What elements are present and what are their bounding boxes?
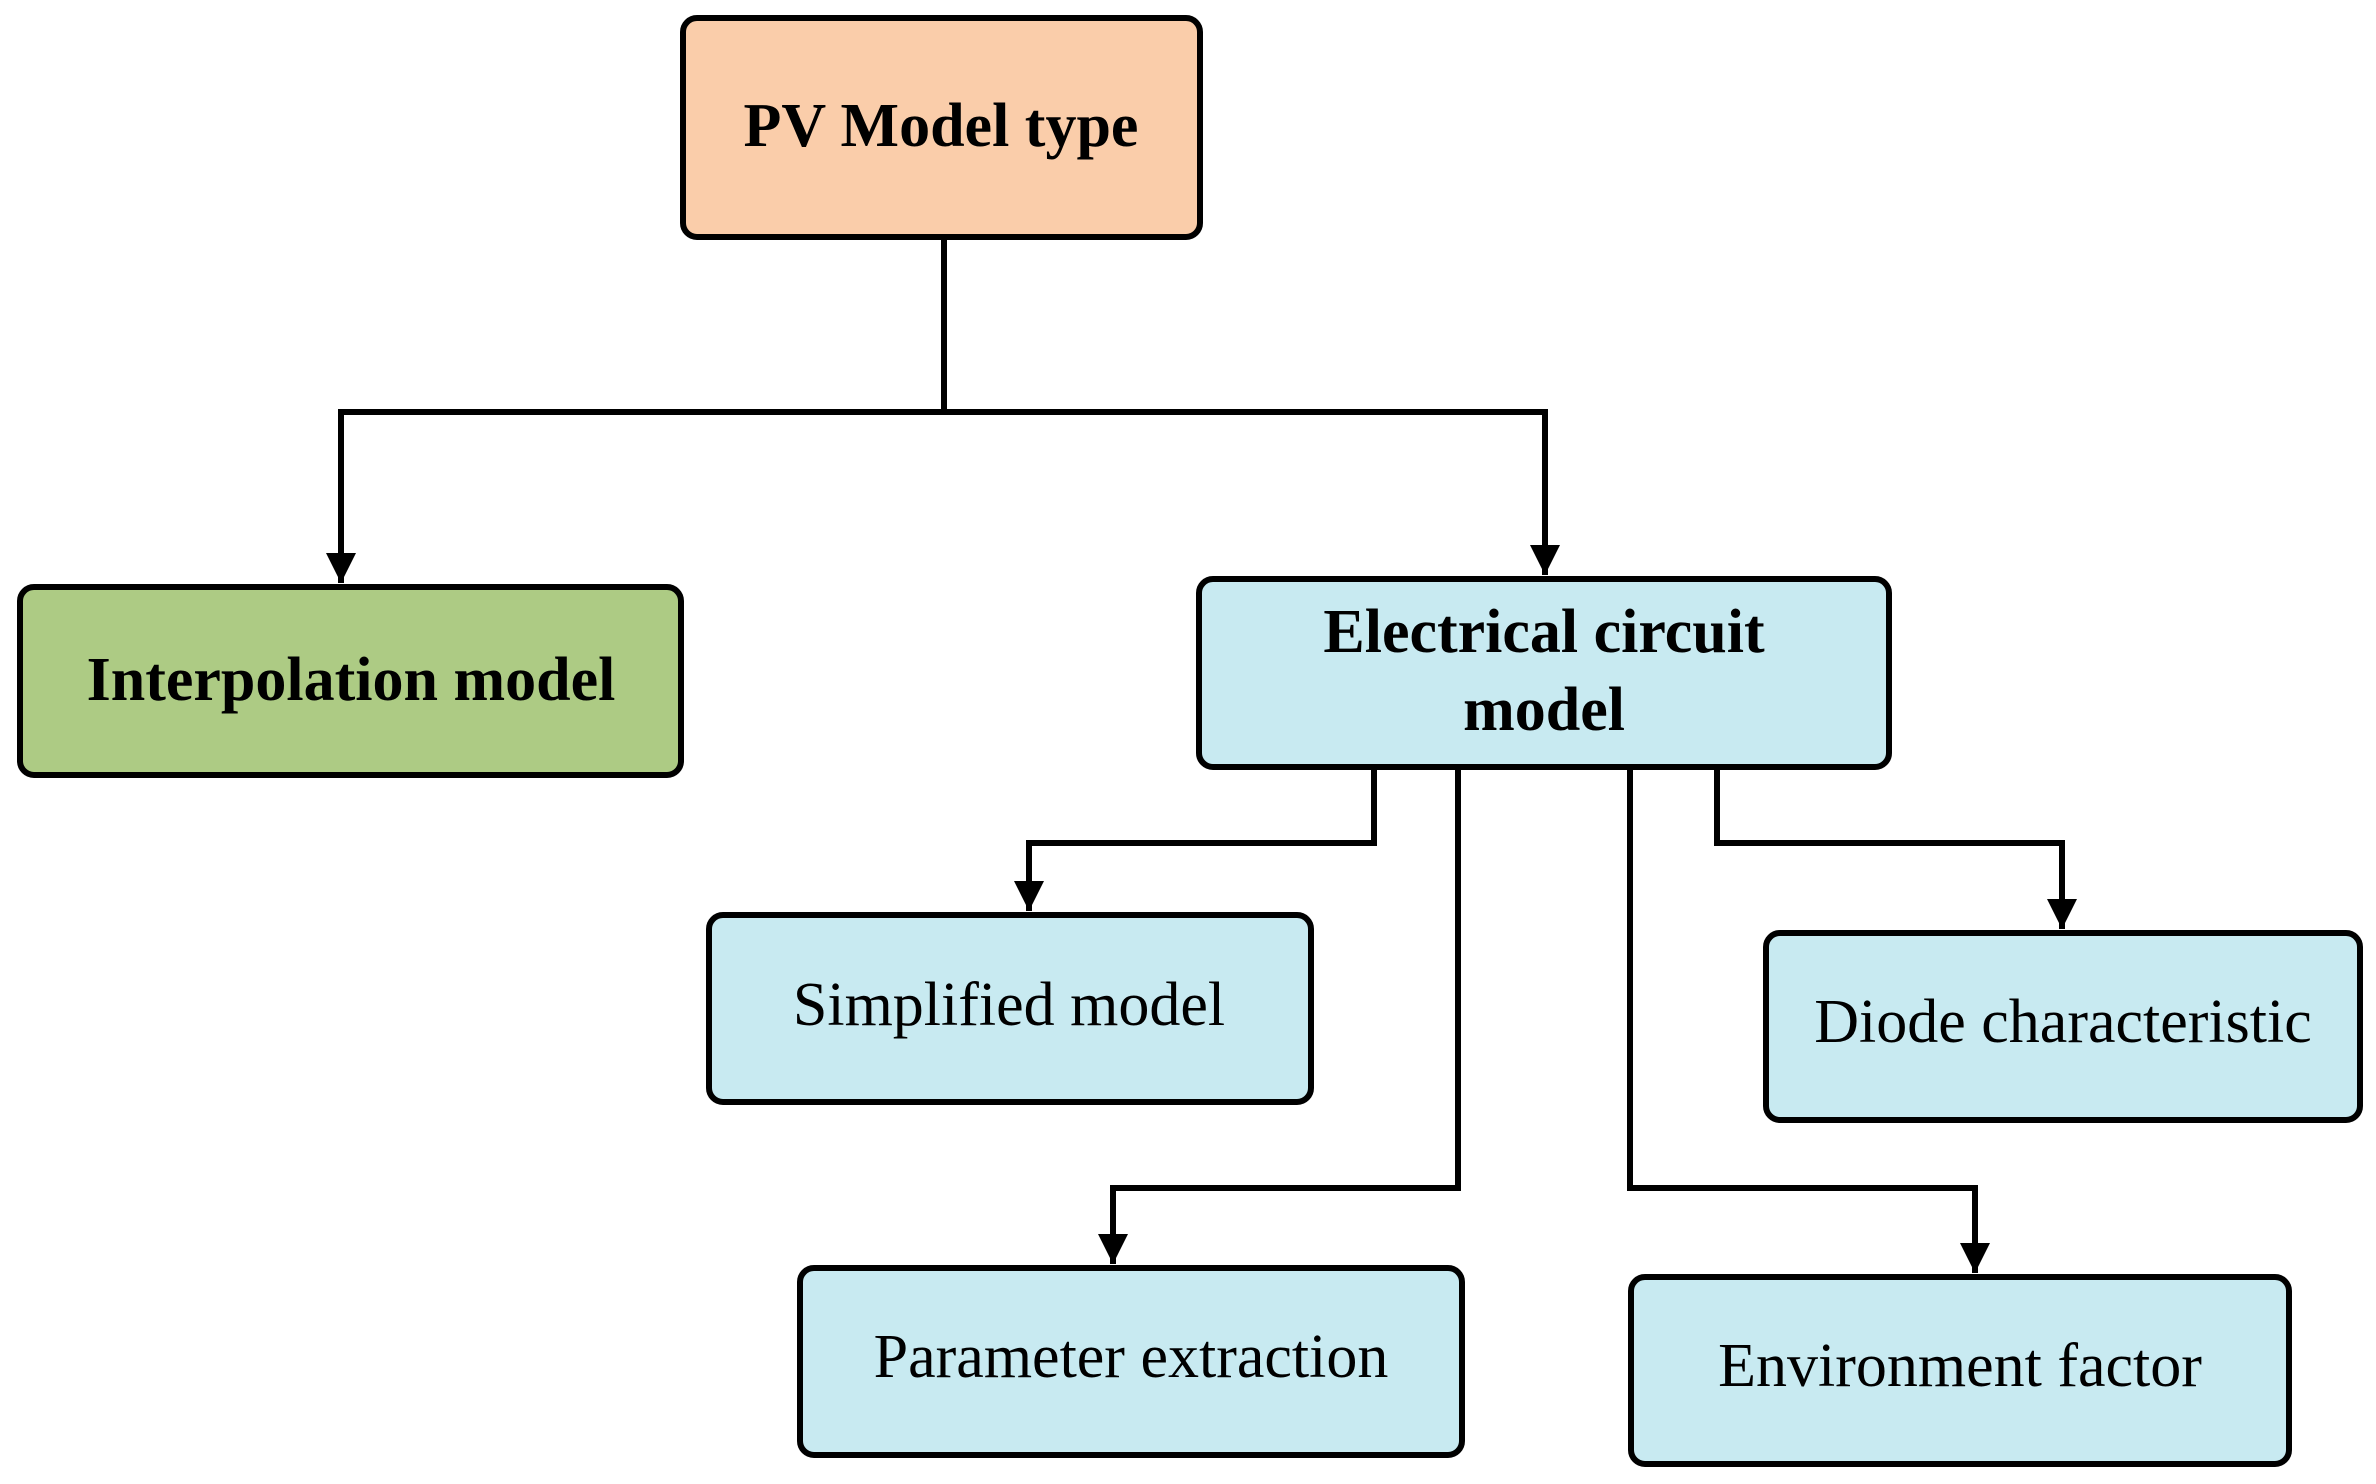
node-interpolation-model-label: Interpolation model (87, 646, 616, 714)
connector-root-to-interpolation (326, 409, 944, 583)
node-electrical-circuit-model-box (1196, 576, 1892, 770)
node-diode-characteristic-box (1763, 930, 2363, 1123)
connector-circuit-to-environment (1627, 770, 1990, 1273)
node-simplified-model-box (706, 912, 1314, 1105)
connector-root-to-circuit (944, 409, 1560, 575)
node-parameter-extraction-label: Parameter extraction (874, 1323, 1389, 1391)
node-parameter-extraction-box (797, 1265, 1465, 1458)
node-simplified-model: Simplified model (706, 912, 1314, 1105)
node-electrical-circuit-model-label-line2: model (1463, 676, 1625, 744)
node-parameter-extraction: Parameter extraction (797, 1265, 1465, 1458)
connector-circuit-to-simplified (1014, 770, 1377, 911)
node-simplified-model-label: Simplified model (793, 971, 1225, 1039)
node-electrical-circuit-model: Electrical circuit model (1196, 576, 1892, 770)
connectors (326, 237, 2077, 1273)
node-interpolation-model-box (17, 584, 684, 778)
node-environment-factor-box (1628, 1274, 2292, 1467)
node-environment-factor-label: Environment factor (1718, 1332, 2202, 1400)
node-pv-model-type-label: PV Model type (744, 92, 1139, 160)
connector-circuit-to-diode (1714, 770, 2077, 929)
node-pv-model-type-box (680, 15, 1203, 240)
node-environment-factor: Environment factor (1628, 1274, 2292, 1467)
connector-circuit-to-parameter (1098, 770, 1461, 1264)
node-pv-model-type: PV Model type (680, 15, 1203, 240)
node-interpolation-model: Interpolation model (17, 584, 684, 778)
node-diode-characteristic: Diode characteristic (1763, 930, 2363, 1123)
node-electrical-circuit-model-label-line1: Electrical circuit (1323, 598, 1765, 666)
node-diode-characteristic-label: Diode characteristic (1814, 988, 2311, 1056)
